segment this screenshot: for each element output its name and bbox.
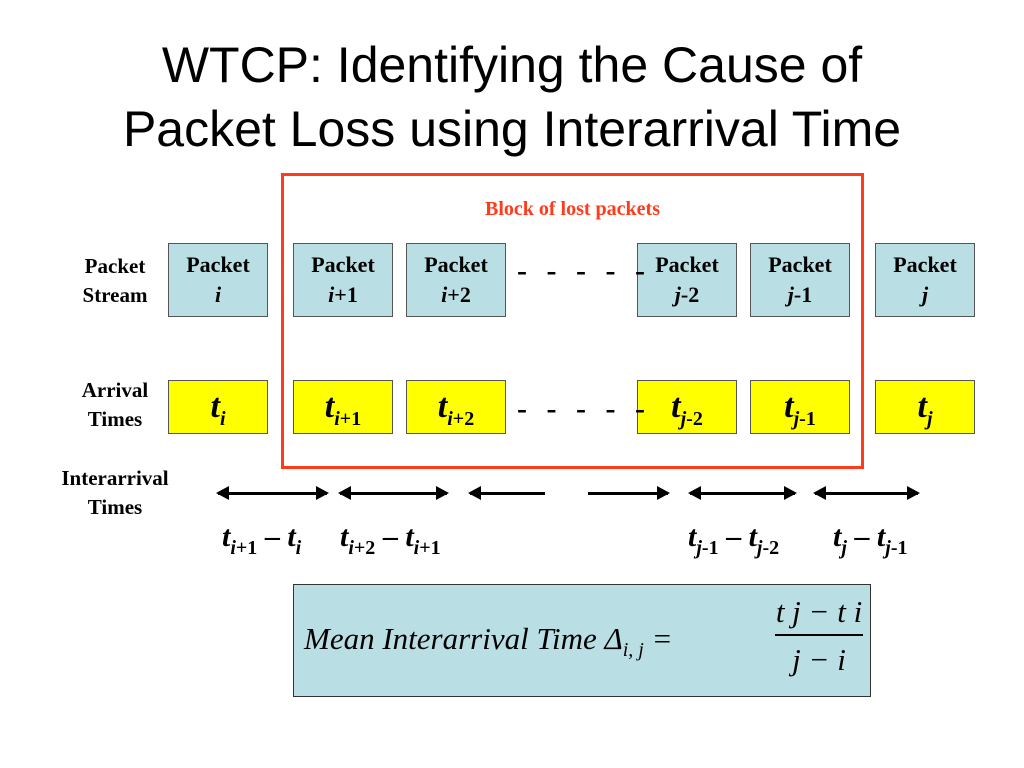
- packet-box: Packet i+1: [293, 243, 393, 317]
- double-arrow: [338, 486, 449, 500]
- packet-index-offset: -2: [680, 282, 700, 307]
- sub-var: i: [295, 537, 302, 559]
- minus: –: [846, 520, 877, 553]
- formula-subscript: i, j: [622, 639, 644, 662]
- interarrival-label: ti+2 – ti+1: [340, 520, 441, 559]
- mean-interarrival-formula: Mean Interarrival Time Δi, j =: [293, 584, 871, 697]
- title-line-1: WTCP: Identifying the Cause of: [161, 37, 863, 93]
- packet-index-var: i: [328, 282, 335, 307]
- arrival-sub-var: i: [334, 408, 340, 430]
- arrival-sub-var: j: [680, 408, 687, 430]
- arrival-time-box: tj: [875, 380, 975, 434]
- sub-var: i: [348, 537, 354, 559]
- packet-box: Packet j: [875, 243, 975, 317]
- sub-var: i: [230, 537, 236, 559]
- sub-var: j: [696, 537, 702, 559]
- arrival-sub-var: i: [447, 408, 453, 430]
- packet-box: Packet j-2: [637, 243, 737, 317]
- interarrival-label: tj-1 – tj-2: [688, 520, 780, 559]
- row-label-line: Times: [87, 495, 143, 519]
- arrival-time-box: tj-2: [637, 380, 737, 434]
- packet-index-var: j: [921, 282, 929, 307]
- arrival-base: t: [671, 388, 681, 425]
- sub-offset: +1: [419, 537, 441, 559]
- sub-offset: -2: [762, 537, 780, 559]
- arrival-base: t: [210, 388, 220, 425]
- packet-label: Packet: [424, 252, 488, 277]
- minus: –: [375, 520, 406, 553]
- minus: –: [257, 520, 288, 553]
- packet-index-var: j: [674, 282, 681, 307]
- arrival-sub-var: j: [926, 408, 933, 430]
- arrival-time-box: ti+2: [406, 380, 506, 434]
- packet-index-var: j: [787, 282, 794, 307]
- interarrival-label: ti+1 – ti: [222, 520, 302, 559]
- packet-label: Packet: [655, 252, 719, 277]
- row-label-line: Interarrival: [61, 466, 169, 490]
- formula-denominator: j − i: [792, 642, 846, 677]
- row-label-line: Stream: [82, 283, 148, 307]
- formula-numerator: t j − t i: [775, 594, 863, 636]
- row-label-arrival-times: Arrival Times: [60, 376, 170, 434]
- sub-offset: +1: [235, 537, 258, 559]
- arrival-sub-var: j: [793, 408, 800, 430]
- formula-equals: =: [643, 621, 673, 656]
- arrival-time-box: ti+1: [293, 380, 393, 434]
- sub-offset: -1: [701, 537, 719, 559]
- left-arrow: [468, 486, 545, 500]
- packet-box: Packet j-1: [750, 243, 850, 317]
- lost-block-frame: [281, 173, 864, 469]
- sub-offset: +2: [353, 537, 376, 559]
- packet-label: Packet: [768, 252, 832, 277]
- row-label-packet-stream: Packet Stream: [60, 252, 170, 310]
- packet-label: Packet: [186, 252, 250, 277]
- sub-var: j: [841, 537, 847, 559]
- double-arrow: [216, 486, 329, 500]
- arrival-sub-offset: -2: [686, 408, 703, 430]
- minus: –: [718, 520, 749, 553]
- arrival-time-box: ti: [168, 380, 268, 434]
- arrival-sub-offset: +1: [339, 408, 362, 430]
- row-label-line: Times: [87, 407, 143, 431]
- formula-fraction: t j − t i j − i: [775, 594, 863, 678]
- row-label-line: Packet: [84, 254, 146, 278]
- double-arrow: [813, 486, 920, 500]
- packet-box: Packet i: [168, 243, 268, 317]
- arrival-base: t: [784, 388, 794, 425]
- arrival-sub-offset: +2: [452, 408, 475, 430]
- packet-index-offset: +2: [447, 282, 471, 307]
- arrival-time-box: tj-1: [750, 380, 850, 434]
- row-label-line: Arrival: [81, 378, 149, 402]
- title-line-2: Packet Loss using Interarrival Time: [122, 101, 902, 157]
- packet-box: Packet i+2: [406, 243, 506, 317]
- arrival-ellipsis: - - - - -: [517, 392, 651, 425]
- arrival-base: t: [324, 388, 335, 425]
- packet-label: Packet: [311, 252, 375, 277]
- formula-text: Mean Interarrival Time Δ: [304, 621, 623, 656]
- sub-var: j: [756, 537, 763, 559]
- arrival-sub-var: i: [219, 408, 226, 430]
- sub-var: j: [885, 537, 891, 559]
- right-arrow: [588, 486, 670, 500]
- packet-index-var: i: [214, 282, 222, 307]
- packet-index-var: i: [441, 282, 448, 307]
- sub-offset: -1: [890, 537, 908, 559]
- packet-index-offset: -1: [793, 282, 813, 307]
- row-label-interarrival-times: Interarrival Times: [40, 464, 190, 522]
- interarrival-label: tj – tj-1: [833, 520, 908, 559]
- arrival-base: t: [437, 388, 448, 425]
- packet-ellipsis: - - - - -: [517, 254, 651, 287]
- sub-var: i: [413, 537, 420, 559]
- block-label: Block of lost packets: [485, 198, 660, 220]
- packet-index-offset: +1: [334, 282, 358, 307]
- double-arrow: [688, 486, 797, 500]
- packet-label: Packet: [893, 252, 957, 277]
- arrival-base: t: [917, 388, 927, 425]
- arrival-sub-offset: -1: [799, 408, 816, 430]
